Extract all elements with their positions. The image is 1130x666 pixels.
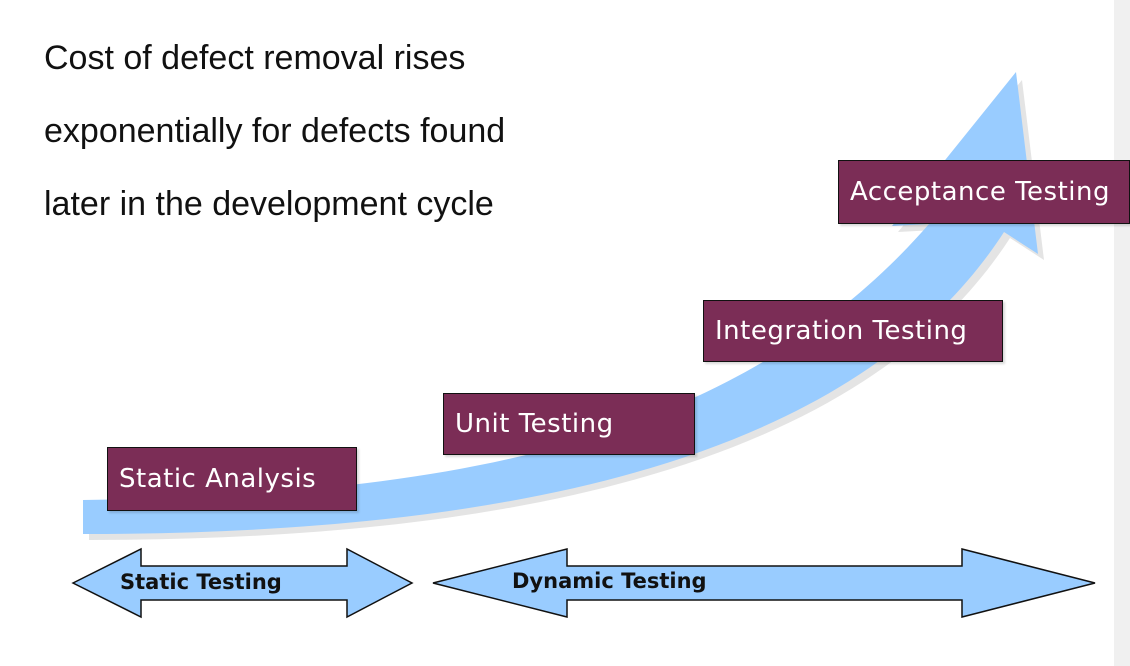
stage-acceptance-testing-label: Acceptance Testing [850, 177, 1110, 207]
heading-line-1: Cost of defect removal rises [44, 39, 466, 77]
stage-acceptance-testing: Acceptance Testing [838, 160, 1130, 224]
dynamic-testing-label: Dynamic Testing [512, 569, 707, 593]
stage-unit-testing: Unit Testing [443, 393, 695, 455]
static-testing-label: Static Testing [120, 570, 282, 594]
heading-line-3: later in the development cycle [44, 185, 494, 223]
dynamic-testing-arrow [432, 548, 1096, 618]
slide-heading: Cost of defect removal rises exponential… [44, 22, 505, 241]
stage-integration-testing: Integration Testing [703, 300, 1003, 362]
static-testing-arrow [71, 547, 414, 619]
stage-static-analysis-label: Static Analysis [119, 464, 317, 494]
stage-integration-testing-label: Integration Testing [715, 316, 968, 346]
stage-static-analysis: Static Analysis [107, 447, 357, 511]
heading-line-2: exponentially for defects found [44, 112, 506, 150]
stage-unit-testing-label: Unit Testing [455, 409, 614, 439]
